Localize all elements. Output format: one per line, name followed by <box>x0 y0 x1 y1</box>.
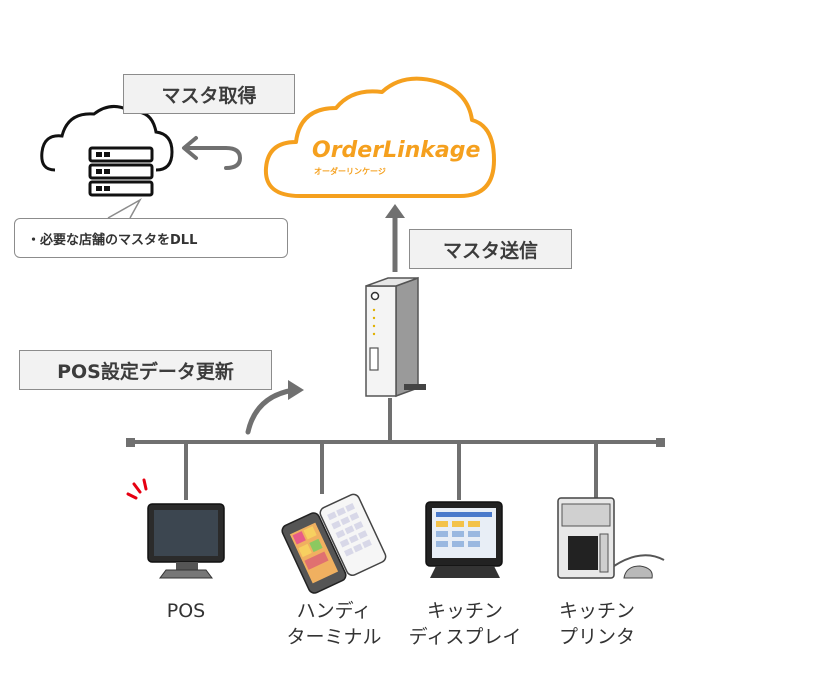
update-arrowhead <box>288 380 304 400</box>
pos-update-label: POS設定データ更新 <box>19 350 272 390</box>
device-label-line1: POS <box>166 600 206 622</box>
pos-terminal-icon <box>147 503 225 579</box>
note-pointer <box>107 198 142 219</box>
bus-end-left <box>126 438 135 447</box>
orderlinkage-cloud <box>263 76 496 198</box>
note-dl-text: ・必要な店舗のマスタをDLL <box>14 218 288 258</box>
update-arrow-icon <box>245 387 297 435</box>
send-arrow-icon <box>385 204 405 272</box>
brand-logo: OrderLinkage <box>312 138 481 163</box>
device-label-line2: プリンタ <box>558 626 635 648</box>
cloud-server-icon <box>40 105 174 197</box>
device-label-line1: ハンディ <box>296 600 372 622</box>
kitchen-display-icon <box>425 501 503 578</box>
server-tower-icon <box>365 276 426 398</box>
device-label-kitchen-printer: キッチン プリンタ <box>538 598 656 650</box>
network-bus <box>130 398 660 500</box>
device-label-handy: ハンディ ターミナル <box>272 598 396 650</box>
bus-end-right <box>656 438 665 447</box>
handy-terminal-icon <box>281 493 387 594</box>
alert-icon <box>126 478 148 500</box>
device-label-kitchen-display: キッチン ディスプレイ <box>398 598 532 650</box>
fetch-arrow-icon <box>182 136 242 170</box>
brand-subtitle: オーダーリンケージ <box>314 167 386 176</box>
master-send-label: マスタ送信 <box>409 229 572 269</box>
kitchen-printer-icon <box>557 497 665 579</box>
device-label-line2: ターミナル <box>286 626 382 648</box>
device-label-line2: ディスプレイ <box>408 626 522 648</box>
master-fetch-label: マスタ取得 <box>123 74 295 114</box>
device-label-pos: POS <box>146 598 226 624</box>
device-label-line1: キッチン <box>426 600 503 622</box>
device-label-line1: キッチン <box>558 600 635 622</box>
